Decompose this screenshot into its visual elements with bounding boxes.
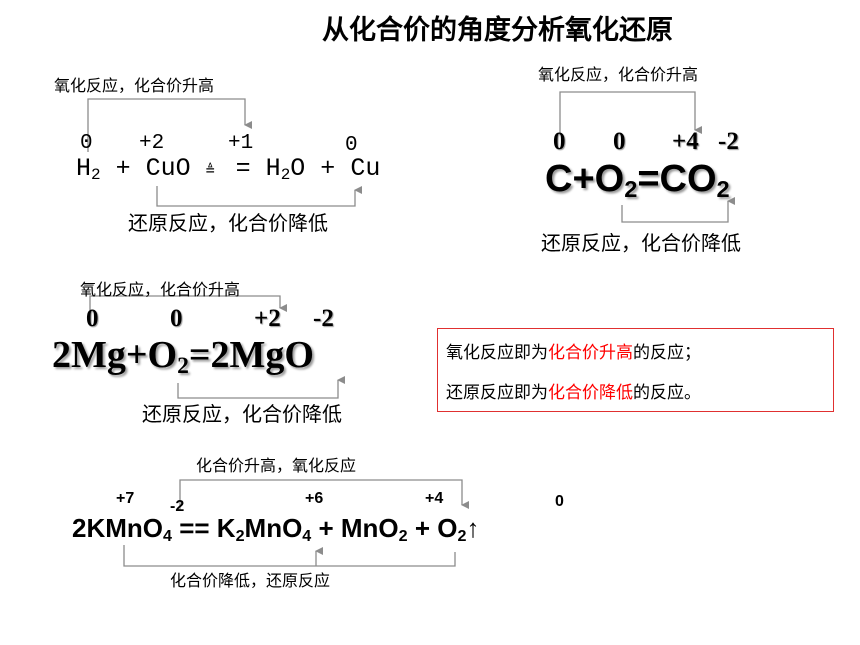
- eq4-ox-mn-mno2: +4: [425, 490, 444, 507]
- eq4-ox-mn-k2mno4: +6: [305, 490, 324, 507]
- eq1-oxidation-note: 氧化反应，化合价升高: [54, 76, 215, 95]
- eq4-ox-mn: +7: [116, 490, 135, 507]
- eq3-formula: 2Mg+O2=2MgO: [52, 334, 314, 379]
- eq3-ox-o-product: -2: [313, 305, 334, 332]
- highlight-raise: 化合价升高: [548, 343, 633, 363]
- eq1-ox-h2o: +1: [228, 132, 254, 155]
- page-title: 从化合价的角度分析氧化还原: [322, 15, 673, 46]
- eq4-formula: 2KMnO4 == K2MnO4 + MnO2 + O2↑: [72, 513, 480, 546]
- eq2-oxidation-bracket: [559, 91, 702, 135]
- highlight-lower: 化合价降低: [548, 383, 633, 403]
- summary-box: 氧化反应即为化合价升高的反应； 还原反应即为化合价降低的反应。: [437, 328, 834, 412]
- eq1-reduction-bracket: [156, 186, 362, 207]
- eq3-ox-mg-product: +2: [254, 305, 281, 332]
- eq1-reduction-note: 还原反应，化合价降低: [128, 211, 328, 235]
- eq2-ox-o: 0: [613, 128, 626, 155]
- eq2-ox-c: 0: [553, 128, 566, 155]
- eq1-ox-h: 0: [80, 132, 93, 155]
- eq3-ox-mg: 0: [86, 305, 99, 332]
- eq4-reduction-bracket: [123, 545, 456, 567]
- eq2-oxidation-note: 氧化反应，化合价升高: [538, 65, 699, 84]
- eq3-ox-o: 0: [170, 305, 183, 332]
- eq4-oxidation-note: 化合价升高，氧化反应: [196, 456, 357, 475]
- summary-line-oxidation: 氧化反应即为化合价升高的反应；: [446, 343, 701, 363]
- heat-symbol: ≜: [205, 163, 215, 180]
- eq2-formula: C+O2=CO2: [545, 158, 730, 202]
- eq4-ox-o: -2: [170, 498, 185, 515]
- eq3-oxidation-note: 氧化反应，化合价升高: [80, 280, 241, 299]
- eq3-reduction-note: 还原反应，化合价降低: [142, 402, 342, 426]
- eq1-oxidation-bracket: [87, 98, 252, 152]
- eq2-reduction-note: 还原反应，化合价降低: [541, 231, 741, 255]
- eq1-ox-cu-product: 0: [345, 134, 358, 157]
- eq4-reduction-note: 化合价降低，还原反应: [170, 571, 331, 590]
- eq2-reduction-bracket: [621, 197, 735, 223]
- eq1-ox-cu: +2: [139, 132, 165, 155]
- eq1-formula: H2 + CuO ≜ = H2O + Cu: [76, 154, 381, 184]
- summary-line-reduction: 还原反应即为化合价降低的反应。: [446, 383, 701, 403]
- eq3-reduction-bracket: [177, 376, 345, 399]
- eq2-ox-c-product: +4: [672, 128, 699, 155]
- eq3-oxidation-bracket: [89, 295, 287, 312]
- eq4-ox-o2: 0: [555, 493, 564, 510]
- eq2-ox-o-product: -2: [718, 128, 739, 155]
- eq4-oxidation-bracket: [179, 479, 469, 510]
